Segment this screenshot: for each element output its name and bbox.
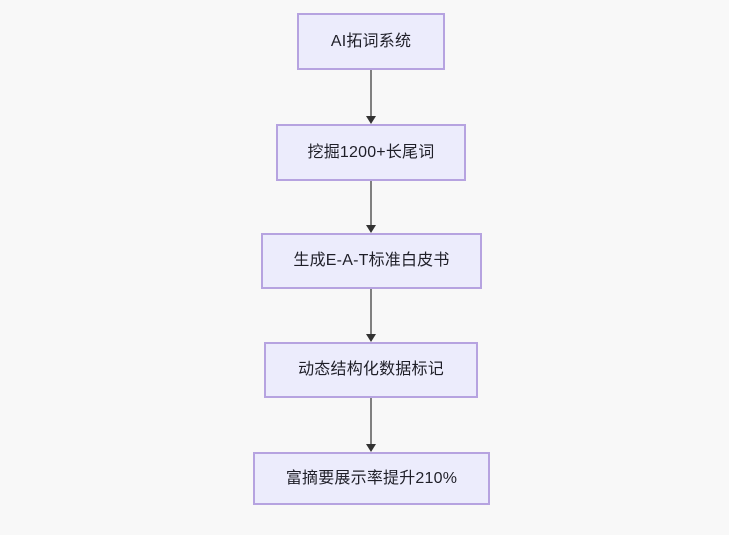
edge-line [370, 398, 372, 444]
flowchart-node-dynamic-structured-data-markup[interactable]: 动态结构化数据标记 [264, 342, 478, 398]
flowchart-node-mine-longtail-keywords[interactable]: 挖掘1200+长尾词 [276, 124, 466, 181]
edge-line [370, 181, 372, 225]
arrow-down-icon [365, 116, 376, 124]
flowchart-node-rich-snippet-impression-uplift[interactable]: 富摘要展示率提升210% [253, 452, 490, 505]
arrow-down-icon [365, 225, 376, 233]
arrow-down-icon [365, 334, 376, 342]
flowchart-node-ai-keyword-system[interactable]: AI拓词系统 [297, 13, 445, 70]
flowchart-node-generate-eat-whitepaper[interactable]: 生成E-A-T标准白皮书 [261, 233, 482, 289]
arrow-down-icon [365, 444, 376, 452]
edge-line [370, 70, 372, 116]
edge-line [370, 289, 372, 334]
